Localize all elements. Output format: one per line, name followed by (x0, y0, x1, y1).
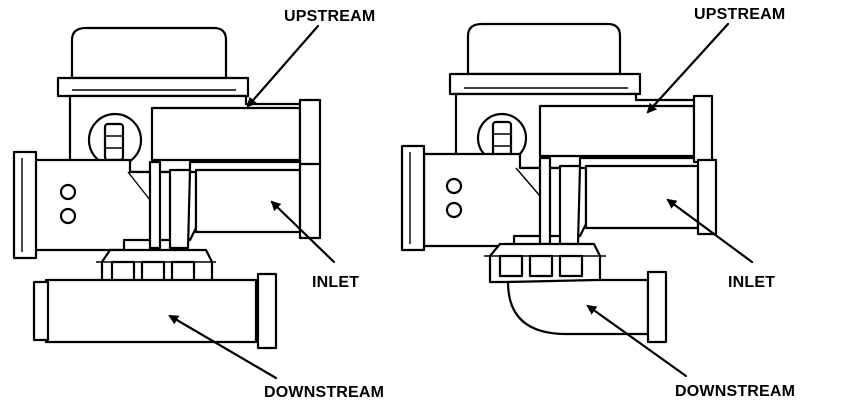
hole-1-right (445, 177, 463, 195)
inlet-tube-end-right (696, 158, 718, 236)
valve-cap-left (70, 26, 228, 80)
label-downstream-right: DOWNSTREAM (675, 383, 795, 400)
upstream-tube-right (538, 104, 696, 158)
valve-assembly-left (12, 26, 322, 350)
label-upstream-right: UPSTREAM (694, 6, 785, 23)
label-inlet-right: INLET (728, 274, 775, 291)
label-upstream-left: UPSTREAM (284, 8, 375, 25)
upstream-tube-end-left (298, 98, 322, 168)
valve-collar-left (56, 76, 250, 98)
hole-2-right (445, 201, 463, 219)
leader-inlet-left (270, 200, 336, 264)
upstream-tube-end-right (692, 94, 714, 164)
flange-left (12, 150, 38, 260)
inlet-tube-end-left (298, 162, 322, 240)
hole-2-left (59, 207, 77, 225)
leader-downstream-left (168, 314, 278, 380)
leader-downstream-right (586, 304, 688, 378)
valve-collar-right (448, 72, 642, 96)
leader-upstream-left (246, 24, 320, 108)
inlet-tube-left (194, 168, 302, 234)
downstream-tube-left (44, 278, 258, 344)
upstream-tube-left (150, 106, 302, 162)
valve-assembly-right (400, 22, 718, 344)
leader-inlet-right (666, 198, 754, 264)
label-inlet-left: INLET (312, 274, 359, 291)
leader-upstream-right (646, 22, 730, 114)
flange-right (400, 144, 426, 252)
valve-cap-right (466, 22, 622, 76)
downstream-tube-right (506, 278, 650, 336)
label-downstream-left: DOWNSTREAM (264, 384, 384, 401)
hole-1-left (59, 183, 77, 201)
inlet-tube-right (584, 164, 700, 230)
